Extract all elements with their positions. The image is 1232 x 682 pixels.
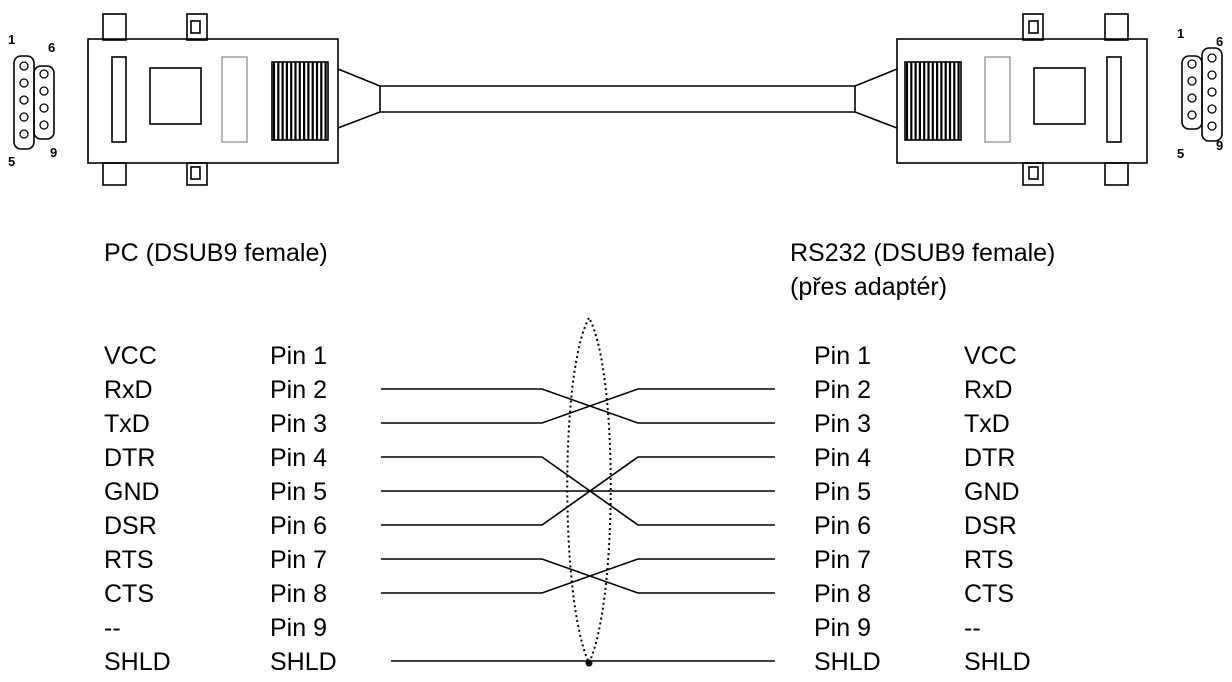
- cable-drawing: [380, 85, 855, 113]
- right-signal-label: SHLD: [964, 648, 1031, 676]
- right-pin-label-5: 5: [1177, 146, 1184, 161]
- left-signal-label: TxD: [104, 410, 150, 438]
- left-signal-label: RTS: [104, 546, 154, 574]
- left-pin-label: Pin 2: [270, 376, 327, 404]
- right-signal-label: RTS: [964, 546, 1014, 574]
- right-pin-label: Pin 2: [814, 376, 871, 404]
- right-signal-label: VCC: [964, 342, 1017, 370]
- left-pin-label-6: 6: [48, 40, 55, 55]
- left-pin-label: Pin 8: [270, 580, 327, 608]
- left-signal-label: DSR: [104, 512, 157, 540]
- right-pin-label: SHLD: [814, 648, 881, 676]
- right-signal-label: CTS: [964, 580, 1014, 608]
- left-signal-label: DTR: [104, 444, 155, 472]
- left-pin-label: Pin 3: [270, 410, 327, 438]
- left-signal-label: RxD: [104, 376, 153, 404]
- right-pin-label: Pin 9: [814, 614, 871, 642]
- right-signal-label: RxD: [964, 376, 1013, 404]
- right-pin-label: Pin 5: [814, 478, 871, 506]
- right-pin-label: Pin 8: [814, 580, 871, 608]
- right-pin-label: Pin 1: [814, 342, 871, 370]
- right-pin-label-9: 9: [1216, 138, 1223, 153]
- right-pin-label-6: 6: [1216, 34, 1223, 49]
- left-pin-label: Pin 5: [270, 478, 327, 506]
- left-pin-label: Pin 7: [270, 546, 327, 574]
- left-pin-label-1: 1: [8, 32, 15, 47]
- right-signal-label: --: [964, 614, 981, 642]
- left-pin-label: SHLD: [270, 648, 337, 676]
- wiring: [381, 388, 775, 662]
- left-pin-label: Pin 4: [270, 444, 327, 472]
- cable-shield-outline: [566, 315, 612, 666]
- right-pin-label: Pin 7: [814, 546, 871, 574]
- right-pin-label-1: 1: [1177, 26, 1184, 41]
- right-pin-column: Pin 1 Pin 2 Pin 3 Pin 4 Pin 5 Pin 6 Pin 7 Pin 8…: [814, 342, 881, 676]
- right-signal-label: DSR: [964, 512, 1017, 540]
- left-signal-column: VCC RxD TxD DTR GND DSR RTS CTS -- SHLD: [104, 342, 171, 676]
- right-signal-column: VCC RxD TxD DTR GND DSR RTS CTS -- SHLD: [964, 342, 1031, 676]
- left-connector-drawing: [87, 13, 381, 186]
- shield-junction-dot: [585, 659, 593, 667]
- right-pin-face-icon: [1181, 47, 1223, 142]
- right-pin-label: Pin 6: [814, 512, 871, 540]
- left-pin-label: Pin 6: [270, 512, 327, 540]
- right-signal-label: DTR: [964, 444, 1015, 472]
- right-signal-label: GND: [964, 478, 1020, 506]
- left-signal-label: CTS: [104, 580, 154, 608]
- left-signal-label: VCC: [104, 342, 157, 370]
- left-signal-label: GND: [104, 478, 160, 506]
- right-connector-subtitle: (přes adaptér): [790, 273, 947, 301]
- wire: [381, 558, 775, 594]
- right-signal-label: TxD: [964, 410, 1010, 438]
- right-pin-label: Pin 3: [814, 410, 871, 438]
- wire: [381, 388, 775, 424]
- left-pin-column: Pin 1 Pin 2 Pin 3 Pin 4 Pin 5 Pin 6 Pin 7 Pin 8…: [270, 342, 337, 676]
- right-connector-drawing: [854, 13, 1148, 186]
- right-pin-label: Pin 4: [814, 444, 871, 472]
- left-pin-face-icon: [13, 55, 55, 150]
- left-pin-label: Pin 1: [270, 342, 327, 370]
- right-connector-title: RS232 (DSUB9 female): [790, 239, 1055, 267]
- wire: [381, 388, 775, 424]
- left-connector-title: PC (DSUB9 female): [104, 239, 328, 267]
- left-pin-label: Pin 9: [270, 614, 327, 642]
- left-signal-label: --: [104, 614, 121, 642]
- wire: [381, 456, 775, 526]
- left-pin-label-5: 5: [8, 154, 15, 169]
- left-signal-label: SHLD: [104, 648, 171, 676]
- wire: [381, 558, 775, 594]
- left-pin-label-9: 9: [50, 145, 57, 160]
